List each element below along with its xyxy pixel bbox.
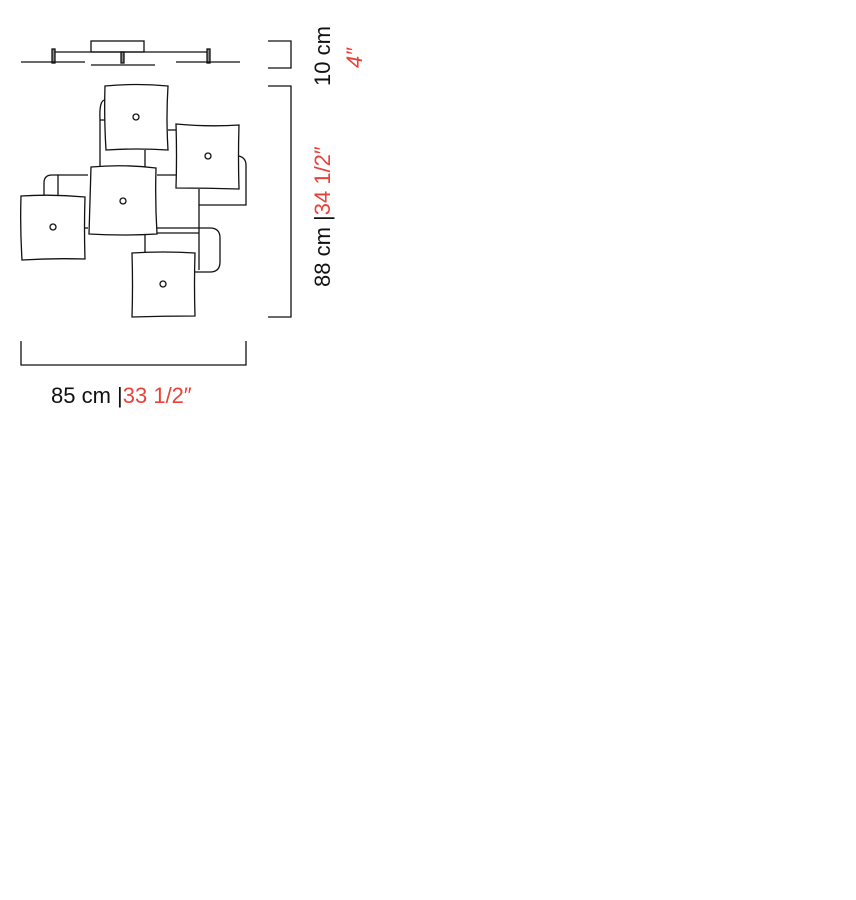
depth-dimension: 88 cm |34 1/2″ [310, 146, 336, 287]
height-bracket [268, 40, 292, 69]
depth-bracket [268, 85, 292, 318]
width-in: 33 1/2″ [122, 383, 192, 408]
width-cm: 85 cm | [51, 383, 123, 408]
depth-cm: 88 cm | [310, 215, 335, 287]
width-bracket [20, 341, 247, 366]
width-dimension: 85 cm |33 1/2″ [51, 383, 192, 409]
lamp-shades [20, 83, 240, 318]
front-view-frame [43, 99, 247, 273]
depth-in: 34 1/2″ [310, 146, 335, 216]
height-in: 4″ [342, 47, 367, 68]
height-cm: 10 cm [310, 26, 335, 86]
side-view [21, 40, 240, 66]
